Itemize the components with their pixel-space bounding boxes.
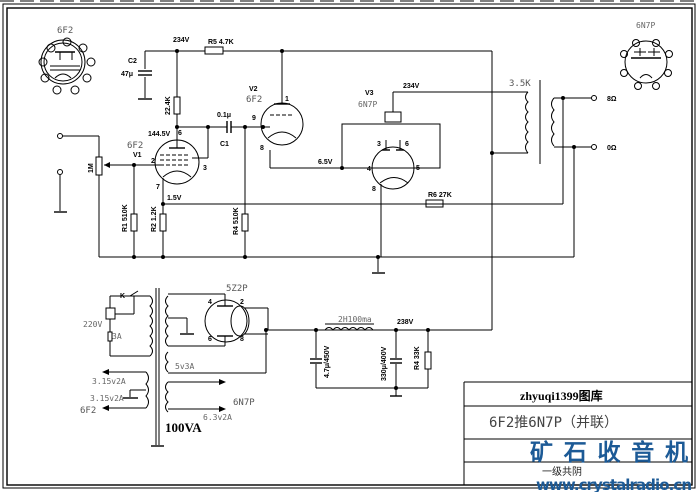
v3-plate-voltage: 234V bbox=[403, 83, 420, 90]
transformer-rating: 100VA bbox=[165, 420, 202, 435]
v3-pin-3: 3 bbox=[377, 141, 381, 148]
bleeder-label: R4 33K bbox=[414, 346, 421, 370]
v1-pin-2: 2 bbox=[151, 158, 155, 165]
v1-ref: V1 bbox=[133, 152, 142, 159]
b-plus-psu-label: 238V bbox=[397, 319, 414, 326]
cf2-label: 330μ/400V bbox=[381, 346, 388, 381]
v1-plate-voltage: 144.5V bbox=[148, 131, 171, 138]
choke-label: 2H100ma bbox=[338, 315, 372, 324]
r2-label: R2 1.2K bbox=[151, 206, 158, 232]
v3-ref: V3 bbox=[365, 90, 374, 97]
rect-pin-8: 8 bbox=[240, 336, 244, 343]
v3-cathode-voltage: 6.5V bbox=[318, 159, 333, 166]
pinout-6f2-label: 6F2 bbox=[57, 26, 73, 36]
v3-pin-6: 6 bbox=[405, 141, 409, 148]
volume-pot-label: 1M bbox=[88, 163, 95, 173]
v1-type: 6F2 bbox=[127, 141, 143, 151]
output-0-ohm-label: 0Ω bbox=[607, 145, 617, 152]
winding-63-label: 6.3v2A bbox=[203, 413, 232, 422]
title-block bbox=[463, 381, 692, 485]
pinout-6n7p-label: 6N7P bbox=[636, 21, 655, 30]
rect-pin-2: 2 bbox=[240, 299, 244, 306]
v2-pin-9: 9 bbox=[252, 115, 256, 122]
watermark-subtext: 一级共阴 bbox=[542, 466, 582, 478]
mains-label: 220V bbox=[83, 320, 102, 329]
library-title: zhyuqi1399图库 bbox=[520, 388, 603, 403]
v1-pin-6: 6 bbox=[178, 130, 182, 137]
b-plus-top-label: 234V bbox=[173, 37, 190, 44]
amplifier-wiring bbox=[54, 46, 597, 330]
r1-label: R1 510K bbox=[122, 204, 129, 232]
c2-ref: C2 bbox=[128, 58, 137, 65]
v3-pin-5: 5 bbox=[416, 165, 420, 172]
v2-pin-8: 8 bbox=[260, 145, 264, 152]
c1-value: 0.1μ bbox=[217, 112, 231, 119]
v3-pin-8: 8 bbox=[372, 186, 376, 193]
r6-label: R6 27K bbox=[428, 192, 452, 199]
r5-label: R5 4.7K bbox=[208, 39, 234, 46]
cf1-label: 4.7μ/450V bbox=[324, 345, 331, 378]
v3-type: 6N7P bbox=[358, 100, 377, 109]
v2-ref: V2 bbox=[249, 86, 258, 93]
winding-315b-label: 3.15v2A bbox=[90, 394, 124, 403]
output-8-ohm-label: 8Ω bbox=[607, 96, 617, 103]
watermark-url: www.crystalradio.cn bbox=[536, 476, 692, 492]
v1-cathode-voltage: 1.5V bbox=[167, 195, 182, 202]
pinout-6n7p-icon: 6N7P bbox=[620, 21, 673, 90]
rectifier-type: 5Z2P bbox=[226, 284, 248, 294]
v1-pin-3: 3 bbox=[203, 165, 207, 172]
c1-ref: C1 bbox=[220, 141, 229, 148]
heater-6f2-label: 6F2 bbox=[80, 406, 96, 416]
ot-primary-label: 3.5K bbox=[509, 79, 531, 89]
rect-pin-6: 6 bbox=[208, 336, 212, 343]
r3-label: 22.4K bbox=[165, 96, 172, 115]
heater-6n7p-label: 6N7P bbox=[233, 398, 255, 408]
winding-5v-label: 5v3A bbox=[175, 362, 194, 371]
winding-315a-label: 3.15v2A bbox=[92, 377, 126, 386]
r4-label: R4 510K bbox=[233, 207, 240, 235]
switch-label: K bbox=[120, 293, 125, 300]
power-supply-wiring bbox=[102, 288, 492, 447]
rect-pin-4: 4 bbox=[208, 299, 212, 306]
v3-pin-4: 4 bbox=[367, 166, 371, 173]
v1-pin-7: 7 bbox=[156, 184, 160, 191]
c2-value: 47μ bbox=[121, 71, 133, 78]
fuse-label: 3A bbox=[112, 332, 122, 341]
diagram-title: 6F2推6N7P（并联） bbox=[489, 415, 618, 431]
v2-type: 6F2 bbox=[246, 95, 262, 105]
v2-pin-1: 1 bbox=[285, 96, 289, 103]
pinout-6f2-icon: 6F2 bbox=[38, 26, 96, 95]
